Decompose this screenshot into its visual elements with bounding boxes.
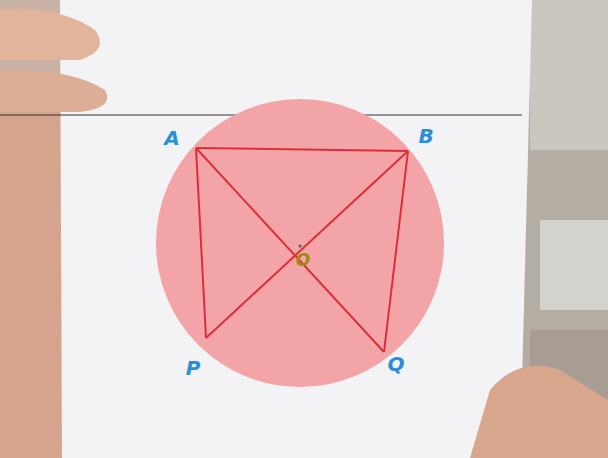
chord-ab (196, 148, 408, 151)
point-label: Q (387, 354, 404, 374)
center-dot (299, 245, 302, 248)
finger (0, 70, 107, 112)
paper-sheet (60, 0, 532, 458)
bin (540, 220, 608, 310)
center-label: O (296, 252, 310, 269)
point-label: A (164, 128, 179, 148)
shelf (530, 0, 608, 150)
chord-ap (196, 148, 206, 338)
point-label: P (186, 358, 201, 378)
point-label: B (418, 126, 433, 146)
diameter-bp (206, 151, 408, 338)
hand-right (470, 366, 608, 458)
chord-bq (384, 151, 408, 352)
chords (196, 148, 408, 352)
finger (0, 9, 100, 60)
circle (156, 99, 444, 387)
